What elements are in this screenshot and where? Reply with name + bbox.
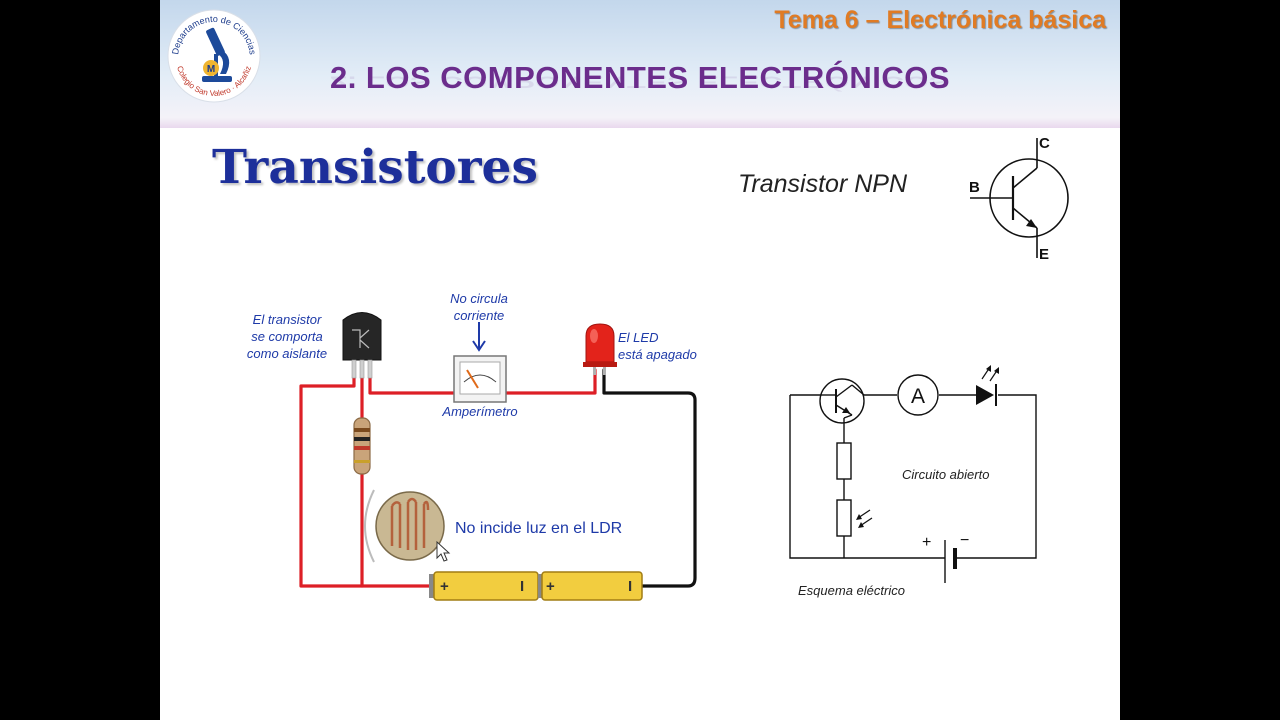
resistor-component bbox=[353, 417, 371, 475]
transistor-note-line-1: El transistor bbox=[252, 312, 322, 327]
wire-black-return bbox=[602, 368, 697, 588]
schematic-battery bbox=[944, 540, 957, 583]
circuit-schematic: A + − Circuito abierto bbox=[789, 365, 1037, 583]
department-logo: Departamento de Ciencias Colegio San Val… bbox=[167, 9, 261, 103]
ammeter-label: Amperímetro bbox=[442, 404, 518, 419]
ammeter-component bbox=[453, 355, 507, 403]
topic-title: Tema 6 – Electrónica básica bbox=[774, 6, 1106, 34]
section-title-reflection: 2. LOS COMPONENTES ELECTRÓNICOS bbox=[329, 72, 951, 92]
meter-note-line-1: No circula bbox=[450, 291, 508, 306]
meter-note: No circula corriente bbox=[434, 290, 524, 324]
schematic-ammeter-symbol: A bbox=[911, 385, 925, 408]
led-component bbox=[583, 323, 617, 375]
mouse-cursor-icon bbox=[436, 540, 451, 562]
npn-symbol: C B E bbox=[969, 135, 1069, 263]
wire-to-ammeter bbox=[368, 374, 456, 395]
slide-header: Tema 6 – Electrónica básica 2. LOS COMPO… bbox=[160, 0, 1120, 128]
schematic-led bbox=[976, 365, 999, 406]
slide: Tema 6 – Electrónica básica 2. LOS COMPO… bbox=[160, 0, 1120, 720]
schematic-battery-plus: + bbox=[922, 534, 931, 551]
led-note-line-1: El LED bbox=[618, 330, 659, 345]
ldr-note: No incide luz en el LDR bbox=[455, 520, 623, 537]
meter-note-line-2: corriente bbox=[453, 308, 505, 323]
pictorial-circuit: + I + I bbox=[299, 312, 697, 601]
ammeter-needle bbox=[466, 369, 479, 389]
schematic-wire-left bbox=[789, 395, 945, 559]
npn-pin-c: C bbox=[1039, 135, 1050, 152]
led-note: El LED está apagado bbox=[618, 329, 697, 363]
ldr-component bbox=[364, 489, 445, 563]
schematic-caption: Esquema eléctrico bbox=[798, 583, 905, 598]
npn-pin-e: E bbox=[1039, 246, 1049, 263]
schematic-wire-right bbox=[955, 394, 1037, 559]
current-arrow-icon bbox=[472, 322, 486, 352]
npn-collector-line bbox=[1012, 167, 1038, 189]
schematic-battery-minus: − bbox=[960, 532, 969, 549]
npn-emitter-arrow bbox=[1026, 219, 1037, 228]
wire-to-led bbox=[504, 368, 597, 395]
battery-2-plus: + bbox=[546, 578, 555, 595]
transistor-note: El transistor se comporta como aislante bbox=[232, 311, 342, 362]
logo-monogram: M bbox=[207, 64, 215, 75]
schematic-resistor bbox=[836, 442, 852, 480]
battery-2-minus: I bbox=[628, 578, 632, 595]
logo-monogram-badge bbox=[203, 60, 219, 76]
schematic-transistor-arrow bbox=[842, 407, 850, 413]
battery-1: + I bbox=[429, 571, 539, 601]
main-title: Transistores bbox=[212, 140, 538, 195]
schematic-ammeter bbox=[897, 374, 939, 416]
battery-1-plus: + bbox=[440, 578, 449, 595]
battery-2: + I bbox=[538, 571, 643, 601]
transistor-note-line-2: se comporta bbox=[251, 329, 323, 344]
schematic-transistor bbox=[819, 378, 865, 424]
led-note-line-2: está apagado bbox=[618, 347, 697, 362]
schematic-ldr bbox=[836, 499, 873, 537]
transistor-note-line-3: como aislante bbox=[246, 346, 328, 361]
schematic-state-label: Circuito abierto bbox=[902, 467, 989, 482]
wire-left-loop bbox=[299, 374, 432, 588]
npn-label: Transistor NPN bbox=[738, 170, 908, 198]
transistor-component bbox=[342, 312, 382, 379]
section-title: 2. LOS COMPONENTES ELECTRÓNICOS bbox=[329, 60, 951, 95]
npn-pin-b: B bbox=[969, 179, 980, 196]
battery-1-minus: I bbox=[520, 578, 524, 595]
